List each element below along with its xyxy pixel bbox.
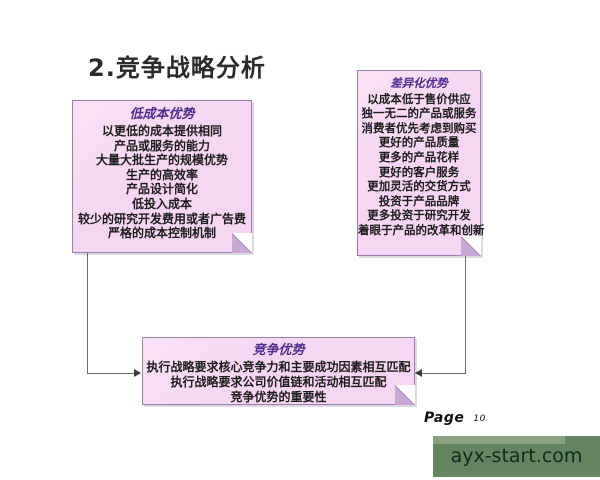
- note-box-competitive-advantage: 竞争优势 执行战略要求核心竞争力和主要成功因素相互匹配 执行战略要求公司价值链和…: [142, 337, 415, 405]
- watermark-strip: [433, 436, 565, 444]
- arrow-head-icon-differentiation: [415, 369, 422, 377]
- note-line: 以成本低于售价供应: [367, 91, 471, 106]
- watermark-text: ayx-start.com: [450, 445, 583, 467]
- note-line: 较少的研究开发费用或者广告费: [77, 211, 246, 226]
- note-line: 独一无二的产品或服务: [361, 106, 477, 121]
- note-line: 更加灵活的交货方式: [367, 179, 471, 194]
- note-line: 消费者优先考虑到购买: [361, 120, 477, 135]
- note-line: 执行战略要求核心竞争力和主要成功因素相互匹配: [146, 360, 411, 374]
- watermark-banner: ayx-start.com: [433, 436, 600, 477]
- note-body-low-cost: 低成本优势 以更低的成本提供相同 产品或服务的能力 大量大批生产的规模优势 生产…: [73, 106, 251, 241]
- footer-page-label: Page: [424, 410, 465, 426]
- note-line: 着眼于产品的改革和创新: [358, 222, 485, 237]
- note-line: 以更低的成本提供相同: [101, 124, 222, 138]
- note-line: 竞争优势的重要性: [230, 390, 327, 404]
- note-body-competitive-advantage: 竞争优势 执行战略要求核心竞争力和主要成功因素相互匹配 执行战略要求公司价值链和…: [143, 342, 414, 405]
- note-line: 投资于产品品牌: [378, 193, 460, 208]
- note-line: 执行战略要求公司价值链和活动相互匹配: [170, 375, 387, 389]
- connector-low-cost-horizontal: [87, 373, 135, 374]
- note-title-differentiation: 差异化优势: [390, 76, 448, 90]
- note-line: 大量大批生产的规模优势: [95, 153, 228, 168]
- note-line: 产品设计简化: [125, 182, 198, 197]
- note-line: 生产的高效率: [125, 167, 198, 182]
- note-title-competitive-advantage: 竞争优势: [252, 343, 305, 358]
- note-box-differentiation-advantage: 差异化优势 以成本低于售价供应 独一无二的产品或服务 消费者优先考虑到购买 更好…: [357, 70, 485, 256]
- note-line: 更多的产品花样: [378, 149, 460, 164]
- footer-page-indicator: Page 10: [424, 410, 486, 426]
- page-title: 2.竞争战略分析: [88, 54, 266, 82]
- connector-differentiation-horizontal: [422, 373, 466, 374]
- note-line: 严格的成本控制机制: [107, 226, 216, 241]
- connector-differentiation-vertical: [465, 256, 466, 373]
- footer-page-number: 10: [473, 414, 486, 424]
- note-line: 更多投资于研究开发: [367, 208, 471, 223]
- connector-low-cost-vertical: [87, 253, 88, 373]
- note-title-low-cost: 低成本优势: [129, 107, 195, 122]
- note-line: 更好的客户服务: [378, 164, 460, 179]
- folded-corner-icon: [461, 236, 481, 256]
- note-line: 更好的产品质量: [378, 135, 460, 150]
- arrow-head-icon-low-cost: [134, 369, 141, 377]
- note-line: 产品或服务的能力: [113, 138, 210, 153]
- note-body-differentiation: 差异化优势 以成本低于售价供应 独一无二的产品或服务 消费者优先考虑到购买 更好…: [358, 76, 485, 238]
- note-box-low-cost-advantage: 低成本优势 以更低的成本提供相同 产品或服务的能力 大量大批生产的规模优势 生产…: [72, 100, 252, 253]
- note-line: 低投入成本: [131, 196, 192, 211]
